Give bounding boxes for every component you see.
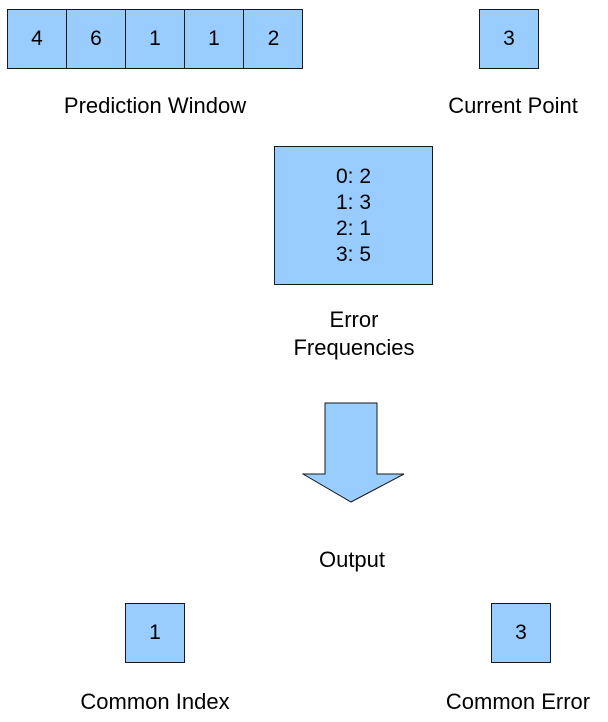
common-error-box: 3 — [491, 603, 551, 663]
prediction-window-label: Prediction Window — [63, 93, 247, 118]
common-index-label: Common Index — [80, 689, 230, 714]
error-frequency-entry: 2: 1 — [335, 216, 372, 240]
down-arrow-icon — [302, 402, 405, 503]
error-frequency-entry: 1: 3 — [335, 190, 372, 214]
prediction-window-array: 4 6 1 1 2 — [7, 9, 303, 69]
error-frequency-entry: 0: 2 — [335, 164, 372, 188]
current-point-label: Current Point — [448, 93, 578, 118]
error-frequencies-label: Error Frequencies — [254, 306, 454, 362]
prediction-window-cell: 2 — [267, 27, 280, 50]
error-frequencies-box: 0: 2 1: 3 2: 1 3: 5 — [274, 146, 433, 285]
prediction-window-cell: 1 — [126, 10, 185, 68]
prediction-window-cell: 4 — [8, 10, 67, 68]
output-label: Output — [318, 547, 386, 572]
error-frequencies-label-line2: Frequencies — [293, 335, 415, 360]
common-index-box: 1 — [125, 603, 185, 663]
error-frequency-entry: 3: 5 — [335, 242, 372, 266]
prediction-window-cell: 6 — [67, 10, 126, 68]
common-error-label: Common Error — [445, 689, 591, 714]
error-frequencies-label-line1: Error — [329, 307, 379, 332]
current-point-box: 3 — [479, 9, 539, 69]
prediction-window-cell: 1 — [185, 10, 244, 68]
